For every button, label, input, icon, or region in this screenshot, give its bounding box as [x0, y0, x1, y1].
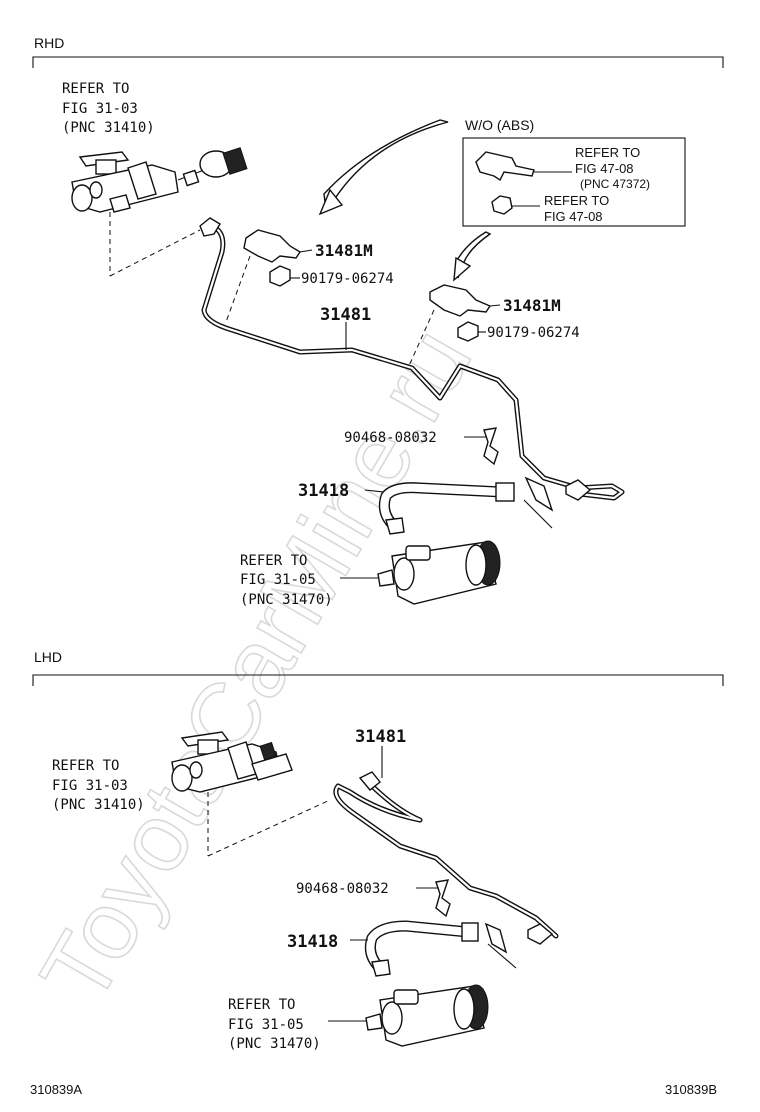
rhd-hose-part [364, 482, 515, 535]
rhd-bracket-plate [523, 476, 554, 529]
rhd-clamp-b-label: 31481M [503, 296, 561, 315]
lhd-master-ref-line2: FIG 31-03 [52, 778, 128, 794]
lhd-master-ref-line3: (PNC 31410) [52, 797, 145, 813]
rhd-master-ref-line1: REFER TO [62, 81, 129, 97]
watermark: ToyotaCarMine.ru [21, 311, 492, 1021]
rhd-tube-part [199, 217, 625, 501]
rhd-slave-cylinder [377, 540, 501, 605]
rhd-wo-abs-bracket-part [475, 151, 572, 182]
rhd-clamp-a-part [243, 229, 313, 263]
rhd-master-cylinder [71, 147, 248, 277]
rhd-master-ref-line3: (PNC 31410) [62, 120, 155, 136]
lhd-hose-label: 31418 [287, 932, 338, 952]
rhd-tube-label: 31481 [320, 305, 371, 325]
rhd-clamp-b-part [429, 284, 501, 317]
lhd-tube-label: 31481 [355, 727, 406, 747]
rhd-arrow-large [323, 119, 449, 212]
rhd-wo-abs-ref1-line1: REFER TO [575, 145, 640, 160]
rhd-wo-abs-ref2-line2: FIG 47-08 [544, 209, 603, 224]
lhd-slave-ref-line3: (PNC 31470) [228, 1036, 321, 1052]
rhd-section-bracket [32, 56, 724, 68]
rhd-master-ref-line2: FIG 31-03 [62, 101, 138, 117]
rhd-wo-abs-label: W/O (ABS) [465, 117, 534, 133]
rhd-section-label: RHD [34, 35, 64, 51]
lhd-master-ref-line1: REFER TO [52, 758, 119, 774]
lhd-section-bracket [32, 674, 724, 686]
lhd-slave-ref-line1: REFER TO [228, 997, 295, 1013]
rhd-slave-ref-line3: (PNC 31470) [240, 592, 333, 608]
rhd-wo-abs-nut-part [491, 195, 540, 215]
rhd-bolt-a-label: 90179-06274 [301, 271, 394, 287]
rhd-hose-label: 31418 [298, 481, 349, 501]
rhd-wo-abs-box [462, 137, 686, 227]
rhd-wo-abs-ref1-line2: FIG 47-08 [575, 161, 634, 176]
rhd-clip-part [483, 427, 499, 466]
lhd-tube-part [333, 771, 559, 945]
lhd-clip-label: 90468-08032 [296, 881, 389, 897]
rhd-bolt-b-part [457, 321, 486, 342]
footer-left-code: 310839A [30, 1082, 82, 1097]
footer-right-code: 310839B [665, 1082, 717, 1097]
lhd-bracket-plate [484, 922, 517, 969]
rhd-section: RHD REFER TO FIG 31-03 (PNC 31410) W/O (… [32, 35, 724, 608]
lhd-section: LHD 31481 REFER TO FIG 31-03 (PNC 31410) [32, 649, 724, 1052]
rhd-slave-ref-line2: FIG 31-05 [240, 572, 316, 588]
lhd-slave-cylinder [365, 984, 489, 1047]
lhd-clip-part [435, 879, 451, 918]
lhd-slave-ref-line2: FIG 31-05 [228, 1017, 304, 1033]
rhd-wo-abs-ref1-line3: (PNC 47372) [580, 177, 650, 191]
rhd-wo-abs-ref2-line1: REFER TO [544, 193, 609, 208]
lhd-hose-part [350, 920, 479, 977]
lhd-section-label: LHD [34, 649, 62, 665]
rhd-clamp-a-label: 31481M [315, 241, 373, 260]
rhd-clip-label: 90468-08032 [344, 430, 437, 446]
rhd-bolt-a-part [269, 265, 300, 287]
rhd-slave-ref-line1: REFER TO [240, 553, 307, 569]
lhd-master-cylinder [171, 731, 331, 857]
rhd-bolt-b-label: 90179-06274 [487, 325, 580, 341]
